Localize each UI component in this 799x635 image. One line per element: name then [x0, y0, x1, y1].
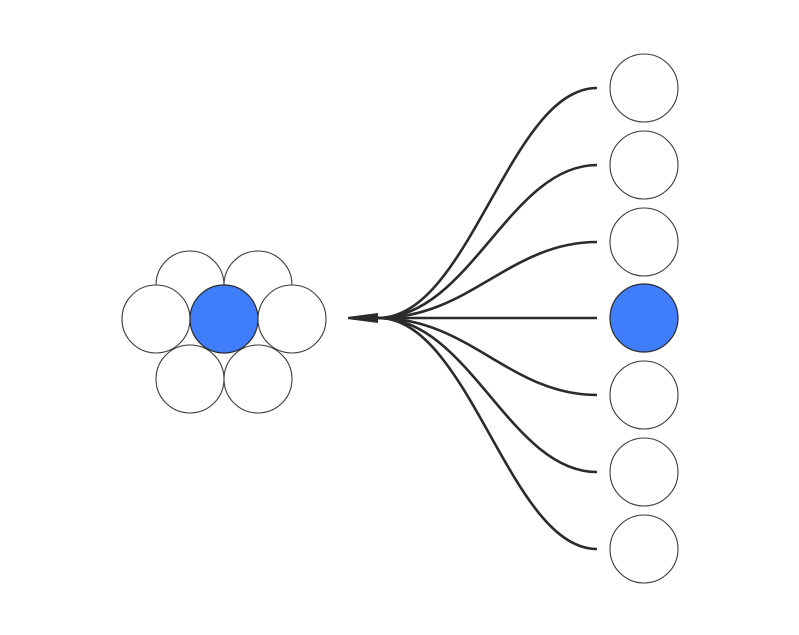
edge-col-node-1[interactable]: [377, 86, 598, 320]
node-col-node-6[interactable]: [609, 437, 679, 507]
node-col-node-3[interactable]: [609, 207, 679, 277]
edge-col-node-5[interactable]: [377, 316, 598, 397]
node-col-node-5[interactable]: [609, 360, 679, 430]
edge-layer: [348, 86, 598, 551]
node-hex-center[interactable]: [189, 284, 259, 354]
column-cluster-group: [609, 53, 679, 584]
edge-col-node-2[interactable]: [377, 163, 598, 320]
node-col-node-1[interactable]: [609, 53, 679, 123]
hex-cluster-group: [121, 250, 327, 414]
fan-origin-stub: [348, 313, 378, 323]
node-col-node-4[interactable]: [609, 283, 679, 353]
node-hex-bottom-right[interactable]: [223, 344, 293, 414]
node-col-node-2[interactable]: [609, 130, 679, 200]
node-col-node-7[interactable]: [609, 514, 679, 584]
node-hex-mid-left[interactable]: [121, 284, 191, 354]
edge-col-node-3[interactable]: [377, 240, 598, 320]
node-hex-bottom-left[interactable]: [155, 344, 225, 414]
node-hex-mid-right[interactable]: [257, 284, 327, 354]
edge-col-node-7[interactable]: [377, 316, 598, 551]
edge-col-node-6[interactable]: [377, 316, 598, 474]
